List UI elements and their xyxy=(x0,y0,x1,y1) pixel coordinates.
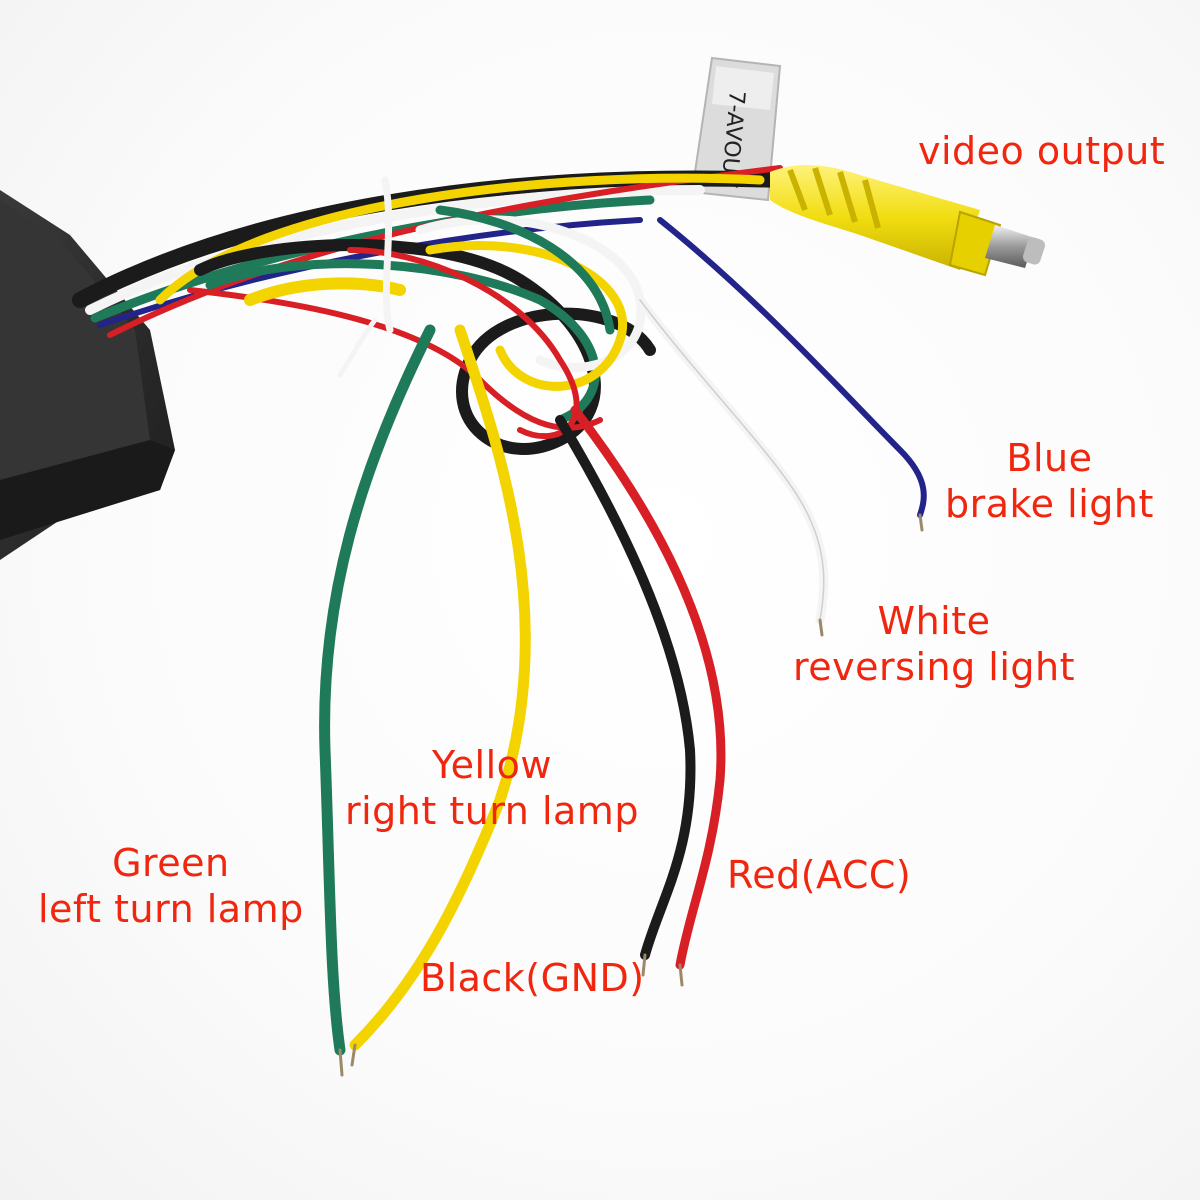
label-black-gnd: Black(GND) xyxy=(420,956,645,1000)
red-wire xyxy=(570,405,726,970)
label-yellow-desc: right turn lamp xyxy=(345,789,639,833)
label-video-output: video output xyxy=(918,129,1166,173)
label-blue-desc: brake light xyxy=(945,482,1154,526)
wire-leads xyxy=(319,217,927,1056)
yellow-wire xyxy=(349,324,531,1051)
label-yellow-right-turn-lamp: Yellow right turn lamp xyxy=(345,742,639,834)
blue-wire xyxy=(657,217,927,518)
converter-box xyxy=(0,190,175,560)
label-white-reversing-light: White reversing light xyxy=(793,598,1075,690)
label-green-desc: left turn lamp xyxy=(38,887,304,931)
label-yellow-title: Yellow xyxy=(431,743,552,787)
label-blue-brake-light: Blue brake light xyxy=(945,435,1154,527)
label-white-desc: reversing light xyxy=(793,645,1076,689)
green-wire xyxy=(319,324,436,1056)
black-wire xyxy=(555,415,696,960)
wire-bundle xyxy=(72,165,788,455)
label-blue-title: Blue xyxy=(1006,436,1093,480)
label-green-title: Green xyxy=(112,841,230,885)
rca-plug xyxy=(770,164,1046,277)
wire-tips xyxy=(338,513,924,1077)
label-green-left-turn-lamp: Green left turn lamp xyxy=(38,840,304,932)
label-red-acc: Red(ACC) xyxy=(727,853,912,897)
label-white-title: White xyxy=(877,599,991,643)
